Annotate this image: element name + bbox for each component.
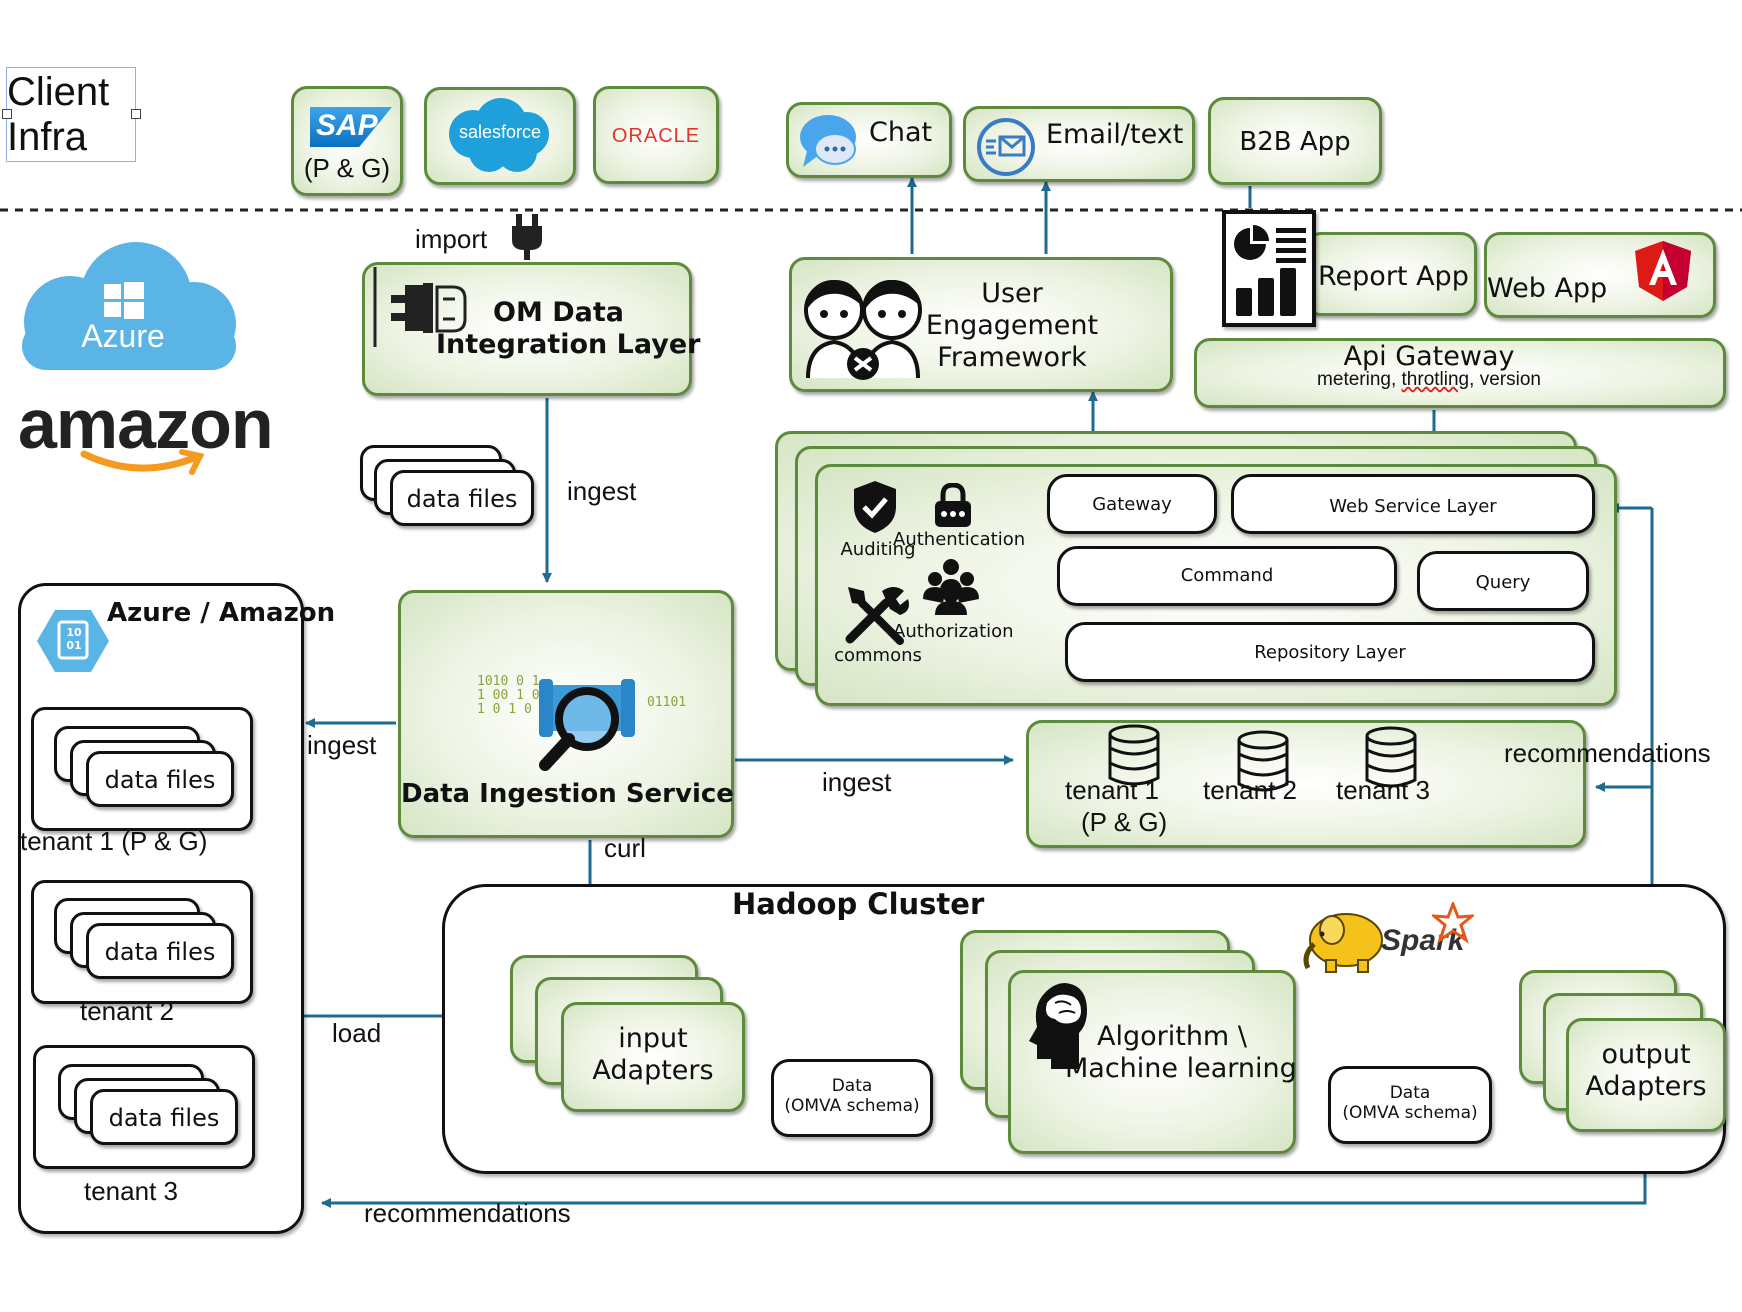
tenant-databases[interactable]: tenant 1 (P & G) tenant 2 tenant 3 xyxy=(1026,720,1586,848)
salesforce-source[interactable]: salesforce xyxy=(424,87,576,185)
load-label: load xyxy=(332,1018,382,1048)
tenant1-data-files[interactable]: data files xyxy=(86,751,234,807)
data-files-top[interactable]: data files xyxy=(390,470,534,526)
ingest-left-label: ingest xyxy=(307,730,377,760)
salesforce-cloud-icon xyxy=(449,98,549,172)
email-send-icon xyxy=(977,118,1035,176)
blob-storage-icon xyxy=(37,610,109,672)
data-schema-2[interactable]: Data (OMVA schema) xyxy=(1328,1066,1492,1144)
sap-source[interactable]: SAP (P & G) xyxy=(291,86,403,196)
ingest-files-label: ingest xyxy=(567,476,637,506)
chat-bubble-icon xyxy=(800,115,856,167)
gateway-box[interactable]: Gateway xyxy=(1047,474,1217,534)
report-icon xyxy=(1222,210,1316,327)
web-app[interactable]: Web App xyxy=(1484,232,1716,318)
data-schema-1[interactable]: Data (OMVA schema) xyxy=(771,1059,933,1137)
tools-icon xyxy=(845,587,909,645)
magnifier-data-icon xyxy=(539,679,635,771)
data-ingestion-service[interactable]: 1010 0 1 1 00 1 0 1 0 1 0 01101 Data Ing… xyxy=(398,590,734,838)
input-adapters[interactable]: input Adapters xyxy=(561,1002,745,1112)
lock-icon xyxy=(935,483,971,527)
client-infra-label[interactable]: Client Infra xyxy=(2,67,141,162)
tenant3-storage-label: tenant 3 xyxy=(84,1176,178,1206)
hadoop-elephant-icon xyxy=(1303,913,1383,973)
curl-label: curl xyxy=(604,833,646,863)
angular-icon xyxy=(1635,241,1691,301)
recommendations-right-label: recommendations xyxy=(1504,738,1711,768)
amazon-smile-icon xyxy=(80,449,205,475)
tenant2-storage-label: tenant 2 xyxy=(80,996,174,1026)
spark-logo: Spark xyxy=(1381,924,1465,957)
tenant2-data-files[interactable]: data files xyxy=(86,923,234,979)
shield-check-icon xyxy=(854,481,896,533)
sap-logo: SAP xyxy=(310,107,392,147)
output-adapters[interactable]: output Adapters xyxy=(1566,1018,1726,1132)
spark-star-icon xyxy=(1432,902,1474,944)
tenant1-storage-label: tenant 1 (P & G) xyxy=(20,826,208,856)
brain-head-icon xyxy=(1029,983,1087,1069)
azure-cloud-icon xyxy=(22,242,236,370)
database-icon xyxy=(1237,730,1289,792)
api-gateway[interactable]: Api Gateway metering, throtling, version xyxy=(1194,338,1726,408)
b2b-app[interactable]: B2B App xyxy=(1208,97,1382,185)
users-icon xyxy=(804,280,922,380)
repository-layer[interactable]: Repository Layer xyxy=(1065,622,1595,682)
web-service-layer[interactable]: Web Service Layer xyxy=(1231,474,1595,534)
database-icon xyxy=(1108,724,1160,786)
user-engagement-framework[interactable]: User Engagement Framework xyxy=(789,257,1173,392)
recommendations-bottom-label: recommendations xyxy=(364,1198,571,1228)
users-group-icon xyxy=(923,559,979,615)
email-text-channel[interactable]: Email/text xyxy=(963,106,1195,182)
amazon-logo: amazon xyxy=(18,385,274,463)
ingest-right-label: ingest xyxy=(822,767,892,797)
command-box[interactable]: Command xyxy=(1057,546,1397,606)
selection-handle[interactable] xyxy=(2,109,12,119)
chat-channel[interactable]: Chat xyxy=(786,102,952,178)
import-label: import xyxy=(415,224,488,254)
tenant3-data-files[interactable]: data files xyxy=(90,1089,238,1145)
plug-icon xyxy=(512,214,542,260)
report-app[interactable]: Report App xyxy=(1305,232,1477,316)
query-box[interactable]: Query xyxy=(1417,551,1589,611)
algorithm-machine-learning[interactable]: Algorithm \ Machine learning xyxy=(1008,970,1297,1154)
azure-label: Azure xyxy=(81,318,165,354)
connector-plug-icon xyxy=(373,267,467,347)
selection-handle[interactable] xyxy=(131,109,141,119)
database-icon xyxy=(1365,726,1417,788)
om-data-integration-layer[interactable]: OM Data Integration Layer xyxy=(362,262,701,396)
oracle-source[interactable]: ORACLE xyxy=(593,86,719,184)
